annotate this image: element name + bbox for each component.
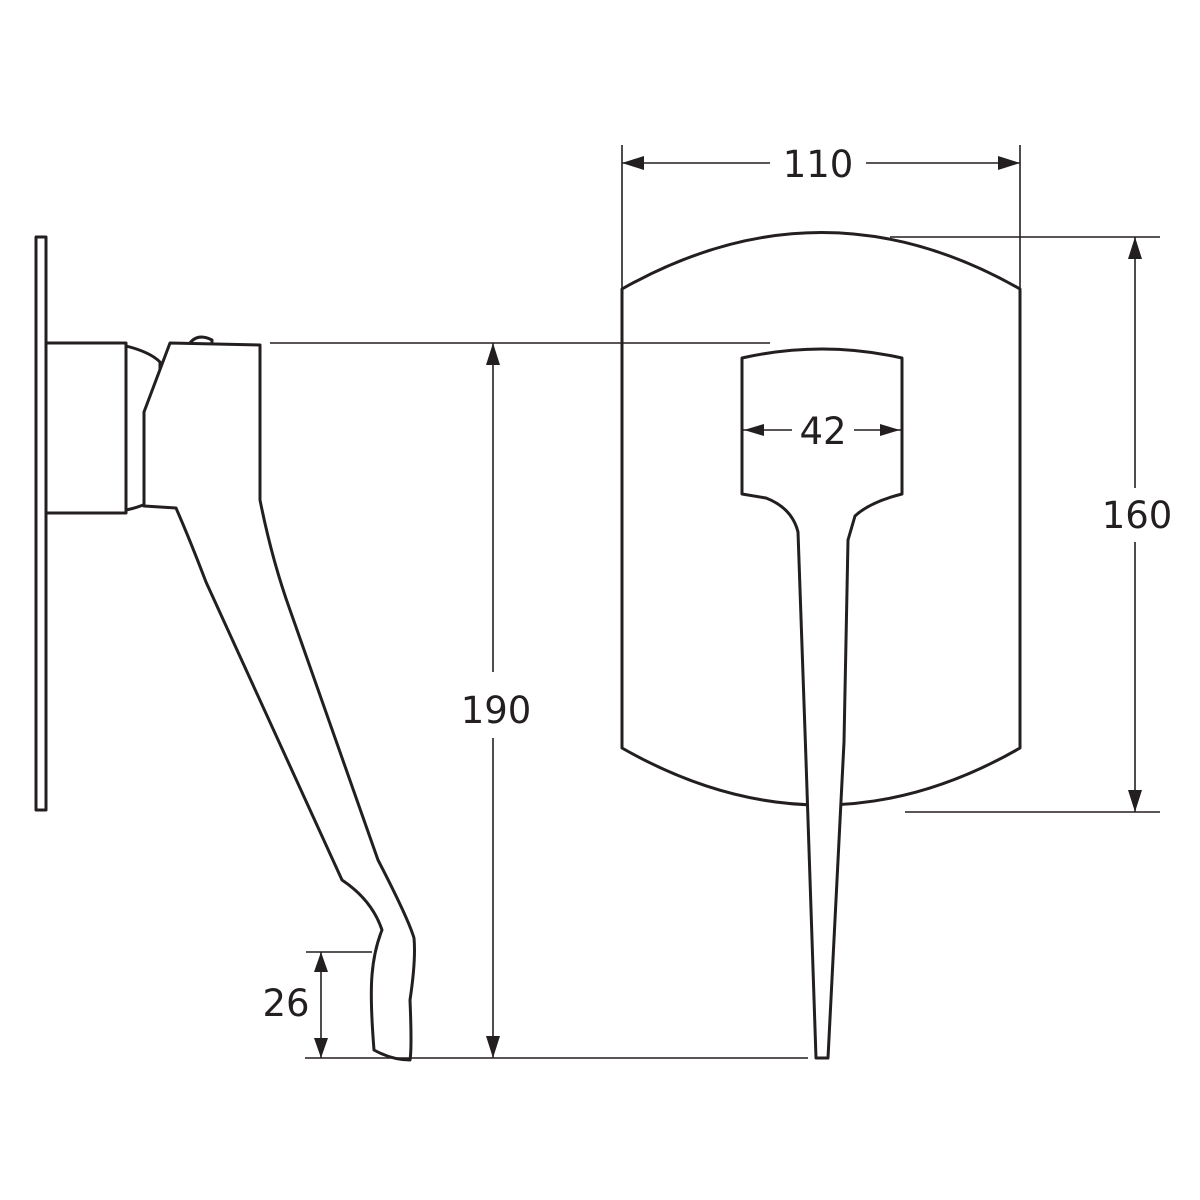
arrow-left bbox=[622, 156, 644, 170]
arrow-down bbox=[486, 1036, 500, 1058]
cover-height-label: 160 bbox=[1102, 494, 1173, 537]
dimension-cover-height: 160 bbox=[890, 236, 1173, 813]
arrow-right bbox=[880, 424, 900, 436]
lever-tip-label: 26 bbox=[262, 982, 309, 1025]
arrow-up bbox=[486, 343, 500, 365]
dimension-cover-width: 110 bbox=[621, 143, 1021, 290]
arrow-down bbox=[1128, 790, 1142, 812]
total-height-label: 190 bbox=[461, 689, 532, 732]
front-view bbox=[620, 231, 1022, 1060]
cover-width-label: 110 bbox=[783, 143, 854, 186]
arrow-left bbox=[744, 424, 764, 436]
lever-handle-side bbox=[142, 341, 416, 1062]
side-view bbox=[34, 235, 416, 1062]
arrow-right bbox=[998, 156, 1020, 170]
handle-head bbox=[740, 347, 904, 1060]
wall-plate bbox=[34, 235, 48, 812]
handle-width-label: 42 bbox=[799, 410, 846, 453]
arrow-up bbox=[314, 952, 328, 972]
arrow-down bbox=[314, 1038, 328, 1058]
dimension-handle-width: 42 bbox=[742, 410, 902, 453]
mixer-body bbox=[44, 341, 128, 515]
dimension-lever-tip: 26 bbox=[262, 951, 372, 1058]
dimension-total-height: 190 bbox=[270, 342, 808, 1059]
arrow-up bbox=[1128, 237, 1142, 259]
